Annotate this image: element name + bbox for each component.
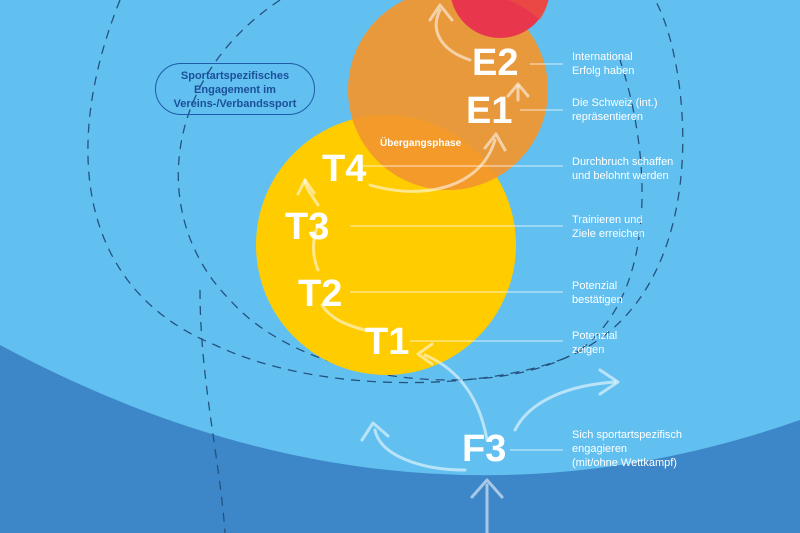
stage-desc-t1: Potenzial zeigen xyxy=(572,330,618,356)
arrow-e2-top-head xyxy=(428,3,454,22)
arrow-t1-t2 xyxy=(320,303,367,332)
arrow-to-t1 xyxy=(423,353,489,442)
outer-dashed-arc-right xyxy=(559,0,684,361)
arrow-f3-right-head xyxy=(598,368,620,396)
stage-code-e2: E2 xyxy=(472,42,519,84)
transition-phase-label: Übergangsphase xyxy=(380,138,462,149)
arrow-f3-left xyxy=(373,428,467,472)
arrow-f3-left-head xyxy=(360,421,390,442)
inner-dashed-arc-right xyxy=(579,59,643,351)
ground-area xyxy=(0,345,800,533)
arrow-t3-t4-head xyxy=(296,178,316,196)
stage-code-f3: F3 xyxy=(462,428,507,470)
arrow-f3-right xyxy=(513,380,617,432)
stage-desc-t4: Durchbruch schaffen und belohnt werden xyxy=(572,156,674,182)
stage-code-t4: T4 xyxy=(322,148,367,190)
outer-dashed-arc xyxy=(87,0,561,384)
arrow-e1-e2-head xyxy=(506,82,530,98)
arrow-to-t1-head xyxy=(416,342,434,366)
stage-desc-t2: Potenzial bestätigen xyxy=(572,280,623,306)
stage-code-t3: T3 xyxy=(285,206,330,248)
lower-dashed-arc xyxy=(199,289,226,533)
stage-desc-e2: International Erfolg haben xyxy=(572,51,635,77)
arrow-t4-e1 xyxy=(368,138,497,193)
category-pill: Sportartspezifisches Engagement im Verei… xyxy=(155,63,315,115)
arrow-t4-e1-head xyxy=(483,132,507,152)
arrow-e2-top xyxy=(434,8,472,62)
stage-code-e1: E1 xyxy=(466,90,513,132)
stage-desc-e1: Die Schweiz (int.) repräsentieren xyxy=(572,97,658,123)
arrow-t2-t3 xyxy=(312,223,320,272)
stage-desc-f3: Sich sportartspezifisch engagieren (mit/… xyxy=(572,429,683,469)
arrow-f3-up-head xyxy=(470,478,504,499)
top-circle xyxy=(451,0,549,38)
stage-code-t2: T2 xyxy=(298,273,343,315)
top-overlap xyxy=(436,0,548,20)
stage-code-t1: T1 xyxy=(365,321,410,363)
stage-desc-t3: Trainieren und Ziele erreichen xyxy=(572,214,645,240)
elite-circle xyxy=(348,0,548,190)
